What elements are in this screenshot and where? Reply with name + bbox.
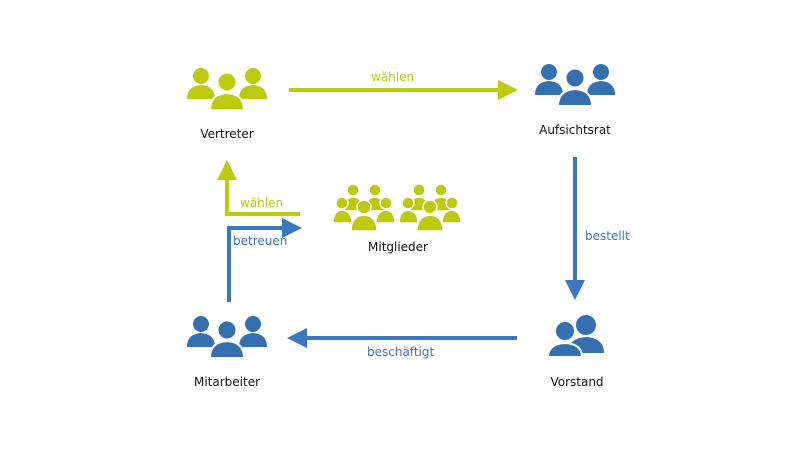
node-label-mitarbeiter: Mitarbeiter [193,375,261,389]
arrow-mitglieder-to-vertreter [217,160,300,216]
edge-label-vorstand-mitarbeiter: beschäftigt [367,345,435,359]
node-label-mitglieder: Mitglieder [368,240,428,254]
edge-label-vertreter-aufsichtsrat: wählen [371,70,415,84]
arrow-mitarbeiter-to-mitglieder [227,218,302,302]
node-label-vorstand: Vorstand [550,375,604,389]
mitglieder-crowd-icon [333,183,461,231]
vorstand-two-people-icon [548,315,604,357]
vertreter-group-icon [187,68,267,110]
mitarbeiter-group-icon [187,316,267,358]
edge-label-mitarbeiter-mitglieder: betreuen [233,234,288,248]
aufsichtsrat-group-icon [535,64,615,106]
node-label-aufsichtsrat: Aufsichtsrat [539,123,611,137]
edge-label-mitglieder-vertreter: wählen [240,196,284,210]
edge-label-aufsichtsrat-vorstand: bestellt [585,229,630,243]
node-label-vertreter: Vertreter [200,127,254,141]
